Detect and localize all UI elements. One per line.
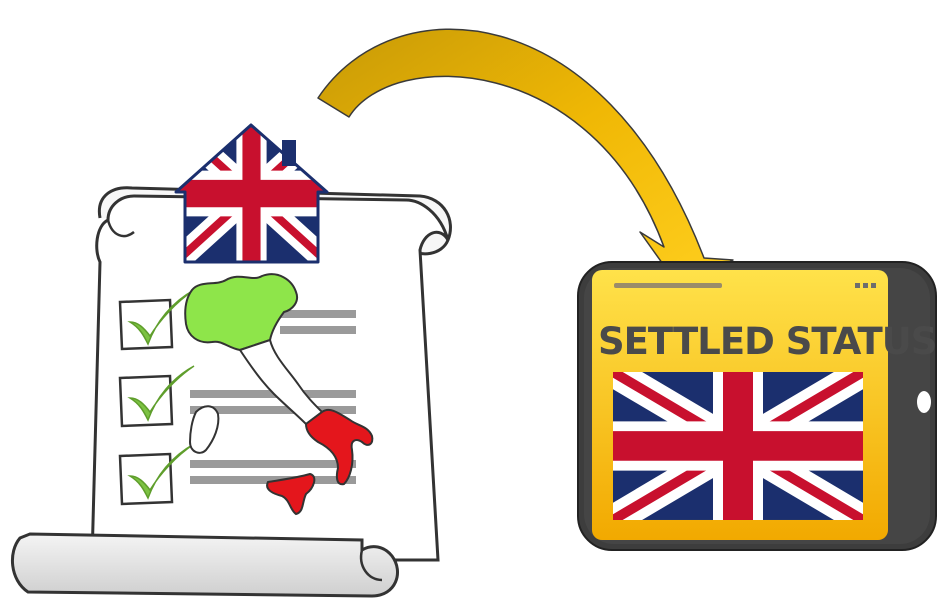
home-button bbox=[917, 391, 931, 413]
tablet-device bbox=[578, 262, 936, 550]
uk-flag-house-icon bbox=[176, 125, 327, 262]
scroll-checklist-icon bbox=[12, 125, 450, 596]
menu-dots-icon bbox=[855, 283, 876, 288]
settled-status-banner: SETTLED STATUS bbox=[598, 312, 898, 372]
uk-flag-icon bbox=[613, 372, 863, 520]
status-bar-line bbox=[614, 283, 722, 288]
